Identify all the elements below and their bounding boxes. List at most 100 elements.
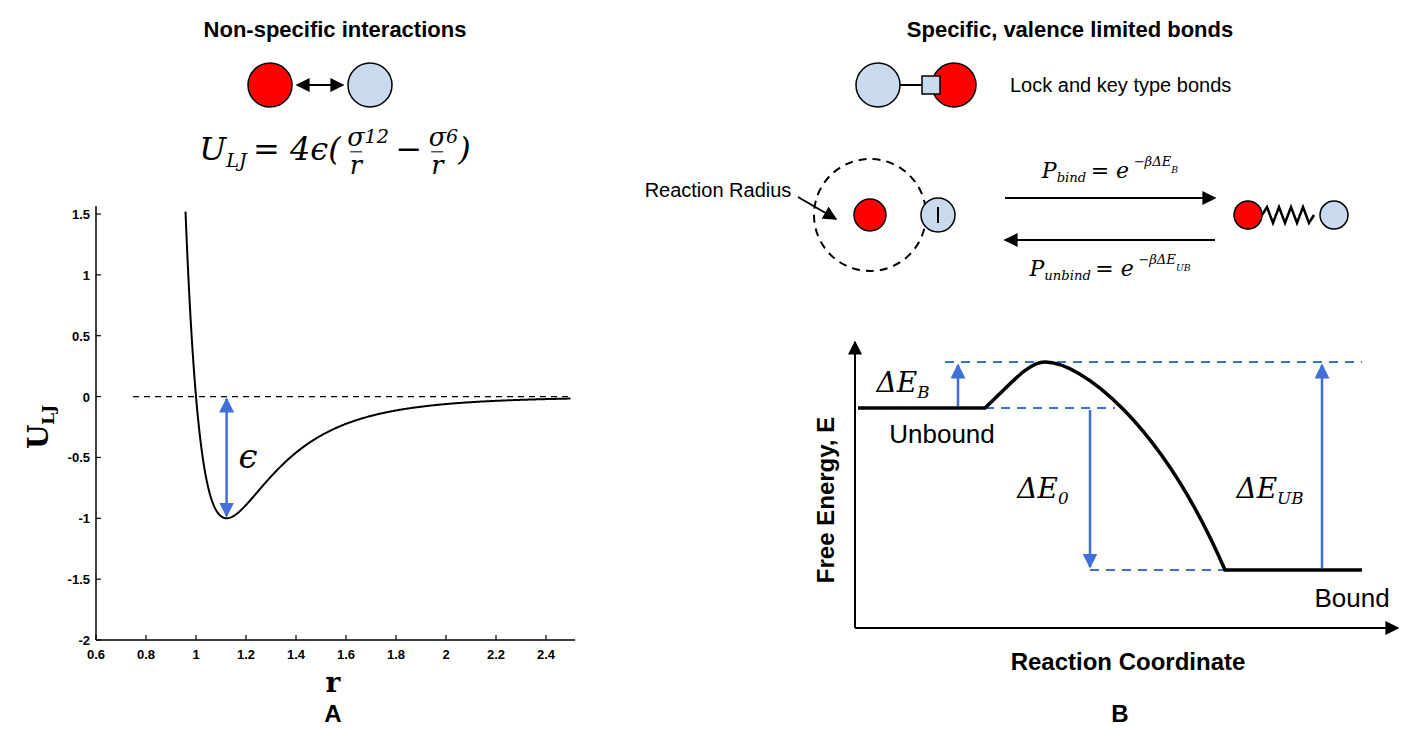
- tick-label: 0.5: [72, 328, 90, 343]
- tick: [245, 635, 246, 640]
- tick-label: 2: [442, 647, 449, 662]
- panel-letter: A: [324, 700, 341, 728]
- tick: [545, 635, 546, 640]
- tick-label: 0.5: [72, 328, 90, 343]
- tick-label: 2.2: [487, 647, 505, 662]
- equation: 6: [446, 125, 458, 148]
- axis-label: ULJ: [22, 405, 58, 449]
- y-axis: [854, 342, 856, 628]
- tick: [295, 635, 296, 640]
- tick: [96, 396, 101, 397]
- tick-label: 1.4: [287, 647, 305, 662]
- energy-label: ϵ: [238, 436, 257, 476]
- panel-title: Specific, valence limited bonds: [907, 17, 1233, 43]
- rate-label: −βΔE: [1134, 154, 1172, 169]
- particle-red: [854, 199, 886, 231]
- tick-label: -1.5: [68, 572, 90, 587]
- equation: σr: [347, 125, 364, 178]
- tick-label: 1: [83, 267, 90, 282]
- unbind-arrow: [1005, 239, 1215, 241]
- tick-label: 2.4: [537, 647, 555, 662]
- equation: σ: [347, 125, 364, 151]
- state-label: Unbound: [889, 419, 995, 449]
- equation: 12: [365, 125, 389, 148]
- panel-title: Non-specific interactions: [204, 17, 467, 42]
- rate-label: B: [1171, 164, 1178, 175]
- state-label: Unbound: [889, 419, 995, 450]
- rate-label: = e: [1095, 256, 1133, 281]
- rate-label: −βΔE: [1138, 252, 1176, 267]
- tick-label: 1: [192, 647, 199, 662]
- tick: [96, 639, 101, 640]
- tick-label: 0.8: [137, 647, 155, 662]
- tick-label: 1.5: [72, 207, 90, 222]
- key-stem: [900, 84, 922, 86]
- tick-label: 1.2: [237, 647, 255, 662]
- axis-label: r: [326, 666, 341, 699]
- interaction-arrow: [297, 84, 343, 86]
- panel-title: Specific, valence limited bonds: [907, 17, 1233, 42]
- tick-label: 1.8: [387, 647, 405, 662]
- tick-label: 2.2: [487, 647, 505, 662]
- panel-letter: B: [1111, 700, 1128, 727]
- equation: −: [395, 131, 422, 169]
- callout-label: Reaction Radius: [645, 179, 792, 201]
- bind-arrow: [1005, 197, 1215, 199]
- tick: [445, 635, 446, 640]
- key: [922, 76, 940, 94]
- tick: [96, 457, 101, 458]
- tick-label: 0.6: [87, 647, 105, 662]
- axis-label: U: [22, 425, 55, 449]
- particle-blue: [1320, 201, 1348, 229]
- barrier-level: [945, 361, 1362, 363]
- particle-blue: [856, 63, 900, 107]
- energy-label: ΔEB: [876, 366, 929, 402]
- unbound-level: [985, 407, 1115, 409]
- equation: ULJ= 4ϵ(σr12−σr6): [199, 125, 471, 178]
- tick-label: -0.5: [68, 450, 90, 465]
- energy-label: ΔE0: [1017, 472, 1068, 508]
- particle-blue: [921, 198, 955, 232]
- callout-label: Reaction Radius: [645, 179, 792, 202]
- tick-label: -1.5: [68, 572, 90, 587]
- tick-label: -2: [78, 633, 90, 648]
- axis-label: Free Energy, E: [812, 417, 839, 583]
- state-label: Bound: [1314, 583, 1389, 613]
- tick-label: 1.8: [387, 647, 405, 662]
- tick-label: -1: [78, 511, 90, 526]
- rate-label: bind: [1057, 171, 1087, 186]
- energy-label: ΔEUB: [1236, 472, 1303, 508]
- y-axis: [95, 206, 97, 640]
- energy-curve: [858, 362, 1362, 570]
- rate-label: = e: [1091, 158, 1129, 183]
- equation: U: [199, 131, 226, 169]
- rate-label: Pbind= e−βΔEB: [1042, 154, 1178, 185]
- tick-label: 0: [83, 389, 90, 404]
- energy-label: ΔE: [876, 366, 917, 399]
- zero-line: [133, 396, 571, 397]
- axis-label: Free Energy, E: [812, 417, 840, 583]
- caption-label: Lock and key type bonds: [1010, 74, 1231, 97]
- leader-arrow: [798, 197, 836, 219]
- tick-label: 0.8: [137, 647, 155, 662]
- tick-label: 1.6: [337, 647, 355, 662]
- axis-label: Reaction Coordinate: [1011, 648, 1246, 675]
- state-label: Bound: [1314, 583, 1389, 614]
- caption-label: Lock and key type bonds: [1010, 74, 1231, 96]
- axis-label: Reaction Coordinate: [1011, 648, 1246, 676]
- tick-label: -0.5: [68, 450, 90, 465]
- equation: σ: [429, 125, 446, 151]
- rate-label: Punbind= e−βΔEUB: [1029, 252, 1190, 283]
- panel-letter: A: [324, 700, 341, 727]
- tick-label: 0: [83, 389, 90, 404]
- tick: [96, 579, 101, 580]
- tick-label: -1: [78, 511, 90, 526]
- panel-title: Non-specific interactions: [204, 17, 467, 43]
- tick: [96, 518, 101, 519]
- equation: ): [458, 131, 470, 169]
- tick: [95, 635, 96, 640]
- equation: = 4ϵ(: [253, 131, 341, 169]
- tick-label: 1.6: [337, 647, 355, 662]
- tick-label: 2: [442, 647, 449, 662]
